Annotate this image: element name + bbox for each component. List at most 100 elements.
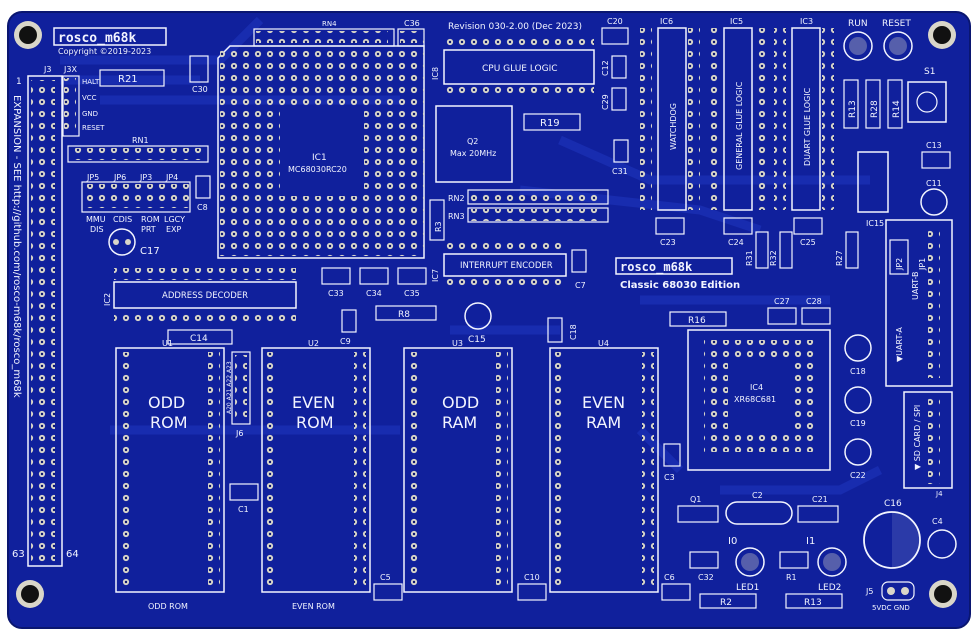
refdes-c7: C7	[575, 281, 586, 290]
u1-pins-right	[208, 352, 220, 588]
refdes-r13: R13	[848, 100, 858, 118]
ic3-pins-left	[774, 28, 786, 210]
refdes-c10: C6	[664, 573, 675, 582]
mounting-hole	[14, 21, 42, 49]
capacitor-c16	[927, 529, 957, 559]
u4-pins-right	[642, 352, 654, 588]
ic6-ref: IC6	[660, 17, 673, 26]
copyright-text: Copyright ©2019-2023	[58, 47, 151, 56]
ic7-name: INTERRUPT ENCODER	[460, 261, 553, 271]
u2-line2: ROM	[296, 413, 334, 432]
j3-label: J3	[43, 65, 51, 74]
ic5-pins-right	[754, 28, 766, 210]
io0-label: I0	[728, 536, 737, 547]
refdes-rn2: RN2	[448, 194, 465, 203]
refdes-r2: R13	[804, 598, 822, 608]
ic7-pins-bottom	[444, 276, 566, 288]
refdes-rn1: RN1	[132, 136, 149, 145]
refdes-r16: R16	[688, 316, 706, 326]
led2	[817, 547, 847, 577]
q1-crystal	[725, 501, 793, 525]
ic5-name: GENERAL GLUE LOGIC	[735, 81, 744, 170]
refdes-r3: R3	[434, 221, 443, 232]
ic5-pins-left	[706, 28, 718, 210]
u3-pins-left	[408, 352, 420, 588]
capacitor-c17	[108, 228, 136, 256]
s1-label: S1	[924, 67, 935, 77]
refdes-c26: C9	[340, 337, 351, 346]
refdes-c20: C20	[607, 17, 623, 26]
ic8-pins-top	[444, 38, 594, 50]
run-button[interactable]	[843, 31, 873, 61]
refdes-c3: C1	[238, 505, 249, 514]
refdes-rn3: RN3	[448, 212, 465, 221]
capacitor-c18	[844, 386, 872, 414]
jp3-label: ROM	[141, 215, 160, 224]
edition-text: Classic 68030 Edition	[620, 280, 740, 291]
jp6-label: CDIS	[113, 215, 132, 224]
u1-line2: ROM	[150, 413, 188, 432]
refdes-c22: C3	[664, 473, 675, 482]
led2-label: LED2	[818, 583, 841, 593]
mounting-hole	[928, 21, 956, 49]
j3x-label: J3X	[63, 65, 77, 74]
capacitor-c15	[464, 302, 492, 330]
u2-pins-right	[354, 352, 366, 588]
signal-halt: HALT	[82, 78, 100, 86]
mounting-hole	[16, 580, 44, 608]
ic8-ref: IC8	[431, 67, 440, 80]
u3-pins-right	[496, 352, 508, 588]
refdes-r27: R27	[835, 250, 844, 266]
jp5-label: MMU	[86, 215, 106, 224]
refdes-c11: C11	[926, 179, 942, 188]
j6-header	[235, 355, 247, 421]
rn4-header	[256, 31, 388, 43]
jp5-ref: JP5	[86, 173, 99, 182]
ic2-pins-top	[114, 268, 296, 280]
jp5-label2: DIS	[90, 225, 104, 234]
sd-header	[928, 396, 940, 484]
u3-ref: U3	[452, 339, 463, 348]
refdes-r1: R2	[720, 598, 732, 608]
refdes-r11: C14	[190, 334, 208, 344]
refdes-c24: C24	[728, 238, 744, 247]
led1	[735, 547, 765, 577]
expansion-side-text: EXPANSION - SEE http://github.com/rosco-…	[11, 95, 22, 398]
refdes-c34: C34	[366, 289, 382, 298]
refdes-c15: C15	[468, 335, 486, 345]
j6-pins: A20 A21 A22 A23	[226, 361, 233, 414]
ic2-name: ADDRESS DECODER	[162, 291, 248, 301]
refdes-c31: C31	[612, 167, 628, 176]
cpu-name: MC68030RC20	[288, 165, 347, 174]
refdes-c13: C13	[926, 141, 942, 150]
board-logo: rosco_m68k	[58, 31, 136, 46]
capacitor-c11	[920, 188, 948, 216]
u1-bottom: ODD ROM	[148, 602, 188, 611]
sd-card-label: ▼ SD CARD / SPI	[913, 405, 922, 470]
rn2-header	[470, 191, 602, 203]
ic2-ref: IC2	[103, 293, 112, 306]
u4-pins-left	[554, 352, 566, 588]
expansion-pin-63: 63	[12, 549, 25, 560]
uart-b-label: UART-B	[911, 271, 920, 300]
j5-ref: J5	[865, 587, 873, 596]
jp3-ref: JP3	[139, 173, 152, 182]
mounting-hole	[929, 580, 957, 608]
refdes-c27: C27	[774, 297, 790, 306]
capacitor-c14	[844, 334, 872, 362]
refdes-c21: C16	[884, 499, 902, 509]
j5-label: 5VDC GND	[872, 604, 910, 612]
run-label: RUN	[848, 19, 868, 29]
s1-switch[interactable]	[907, 81, 947, 123]
reset-button[interactable]	[883, 31, 913, 61]
q2-name: Max 20MHz	[450, 149, 496, 158]
ic15-ref: IC15	[866, 219, 884, 228]
ic5-ref: IC5	[730, 17, 743, 26]
refdes-c28: C28	[806, 297, 822, 306]
refdes-c6: C32	[698, 573, 714, 582]
rn3-header	[470, 209, 602, 221]
refdes-c30: C30	[192, 85, 208, 94]
refdes-r14: R14	[892, 100, 902, 118]
ic6-pins-right	[688, 28, 700, 210]
